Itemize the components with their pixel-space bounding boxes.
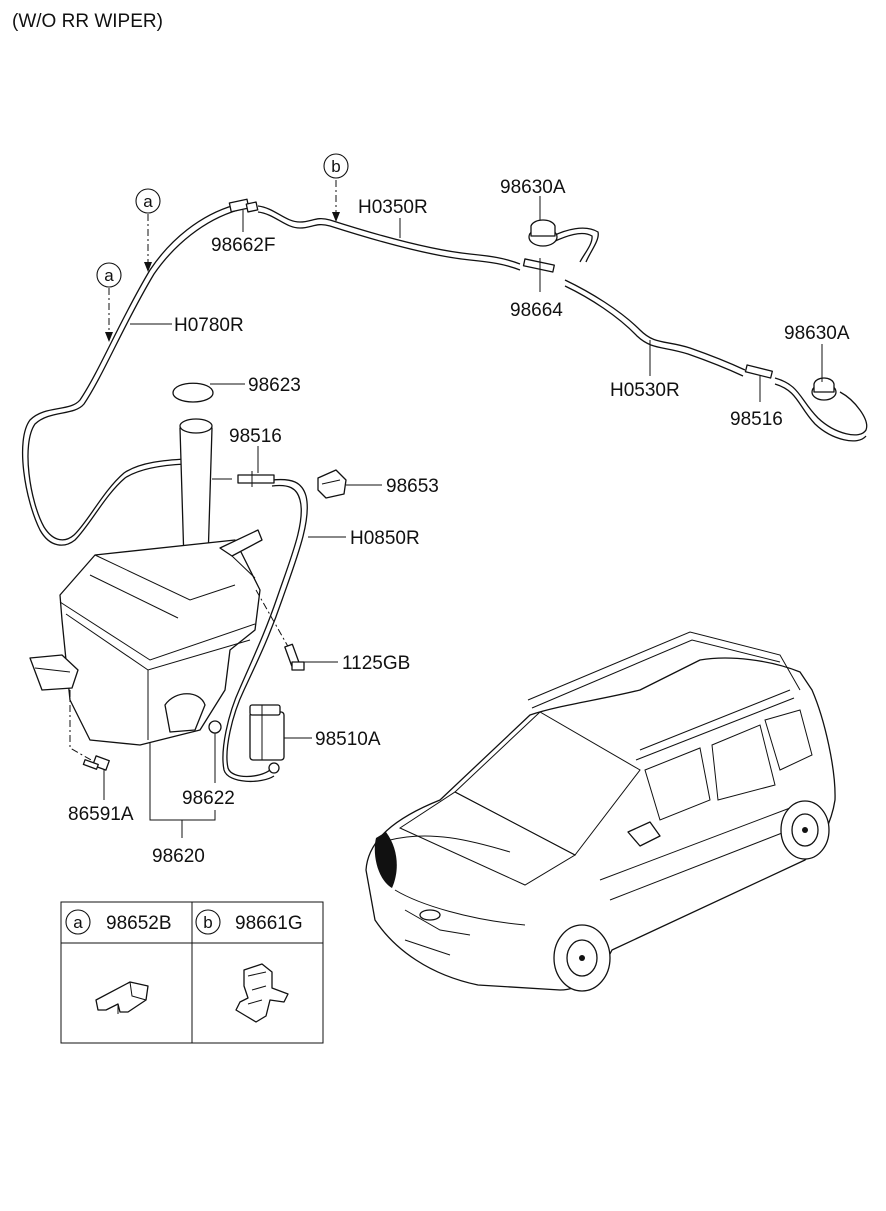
vehicle-illustration — [365, 631, 836, 992]
label-98620: 98620 — [152, 846, 205, 867]
label-98516-left: 98516 — [229, 426, 282, 447]
hose-h0780r — [21, 204, 236, 546]
label-h0350r: H0350R — [358, 197, 428, 218]
clip-98653 — [317, 469, 347, 499]
nozzle-98630a-right — [774, 377, 868, 442]
label-98630a-top: 98630A — [500, 177, 566, 198]
connector-98662f — [228, 198, 259, 213]
legend-part-98652b: 98652B — [106, 913, 172, 934]
legend-cell-b: b 98661G — [195, 909, 303, 935]
label-98622: 98622 — [182, 788, 235, 809]
connector-98664 — [522, 258, 555, 273]
label-98510a: 98510A — [315, 729, 381, 750]
svg-text:b: b — [203, 913, 212, 932]
callout-a-1: a — [135, 188, 161, 214]
label-98630a-right: 98630A — [784, 323, 850, 344]
svg-text:a: a — [104, 266, 114, 285]
clip-98661g-drawing — [235, 963, 289, 1023]
bolt-86591a — [69, 690, 110, 771]
label-98516-right: 98516 — [730, 409, 783, 430]
label-1125gb: 1125GB — [342, 653, 410, 674]
svg-text:a: a — [143, 192, 153, 211]
hose-h0350r — [257, 205, 521, 265]
hose-h0850r — [226, 478, 308, 778]
legend-cell-a: a 98652B — [65, 909, 172, 935]
label-h0780r: H0780R — [174, 315, 244, 336]
hose-h0780r-parallel — [27, 209, 239, 541]
hose-h0350r-parallel — [257, 211, 521, 271]
connector-98516-right — [744, 364, 773, 379]
label-98664: 98664 — [510, 300, 563, 321]
hose-h0530r-parallel — [564, 285, 744, 377]
diagram-title: (W/O RR WIPER) — [12, 11, 163, 32]
callout-a-2: a — [96, 262, 122, 288]
bolt-1125gb — [255, 589, 305, 671]
clip-98652b-drawing — [95, 981, 149, 1014]
legend-table: a 98652B b 98661G — [60, 901, 324, 1044]
hose-h0850r-parallel — [222, 484, 302, 782]
label-98623: 98623 — [248, 375, 301, 396]
label-98662f: 98662F — [211, 235, 275, 256]
label-h0530r: H0530R — [610, 380, 680, 401]
svg-text:a: a — [73, 913, 83, 932]
connector-98516-left — [212, 471, 275, 487]
hose-h0530r — [564, 279, 746, 371]
washer-tank-98620 — [29, 382, 263, 746]
label-98653: 98653 — [386, 476, 439, 497]
callout-b-1: b — [323, 153, 349, 179]
label-h0850r: H0850R — [350, 528, 420, 549]
legend-part-98661g: 98661G — [235, 913, 303, 934]
svg-text:b: b — [331, 157, 340, 176]
pump-98510a — [249, 704, 285, 774]
label-86591a: 86591A — [68, 804, 134, 825]
nozzle-98630a-top — [528, 219, 599, 263]
